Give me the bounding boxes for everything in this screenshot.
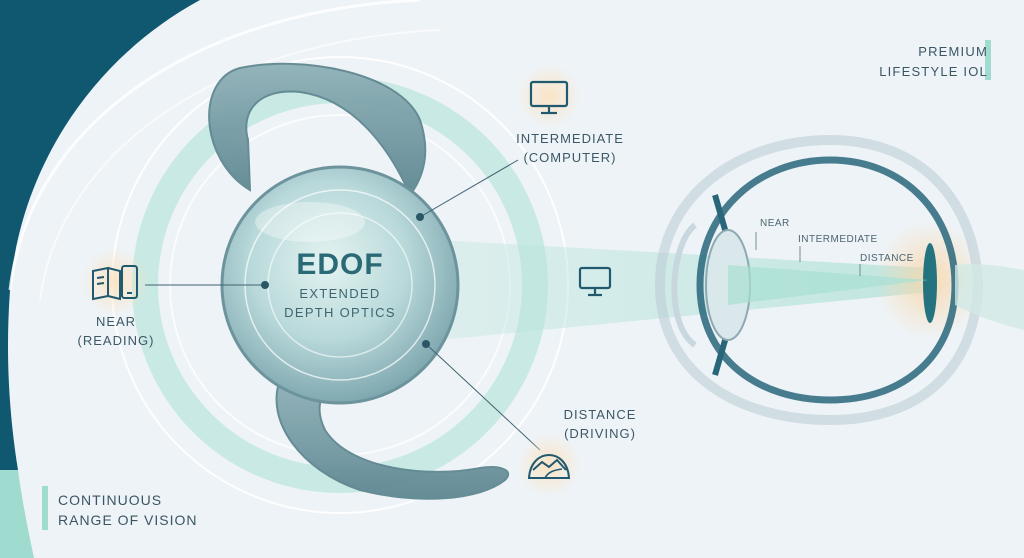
beam-monitor-icon bbox=[578, 266, 612, 297]
lens-highlight bbox=[255, 202, 365, 242]
optic-nerve bbox=[955, 264, 1024, 330]
distance-zone-line2: (DRIVING) bbox=[564, 426, 636, 441]
intermediate-zone-label: INTERMEDIATE (COMPUTER) bbox=[505, 129, 635, 167]
intermediate-dot bbox=[416, 213, 424, 221]
near-zone-label: NEAR (READING) bbox=[66, 312, 166, 350]
book-glow bbox=[81, 248, 149, 316]
book-phone-icon bbox=[92, 265, 138, 301]
eye-near-label: NEAR bbox=[760, 218, 790, 229]
intermediate-leader bbox=[419, 159, 519, 218]
road-landscape-icon bbox=[527, 453, 571, 479]
near-zone-line1: NEAR bbox=[95, 314, 137, 329]
intermediate-zone-line2: (COMPUTER) bbox=[523, 150, 617, 165]
lens-subtitle: EXTENDED DEPTH OPTICS bbox=[270, 284, 410, 322]
cornea bbox=[671, 222, 698, 348]
mint-swoop bbox=[0, 470, 34, 558]
intermediate-zone-line1: INTERMEDIATE bbox=[516, 131, 624, 146]
distance-zone-label: DISTANCE (DRIVING) bbox=[540, 405, 660, 443]
eye-distance-label: DISTANCE bbox=[860, 253, 914, 264]
eye-intermediate-label: INTERMEDIATE bbox=[798, 234, 878, 245]
dark-teal-swoop bbox=[0, 0, 200, 470]
lens-subtitle-line1: EXTENDED bbox=[299, 286, 381, 301]
pale-arc-1 bbox=[8, 0, 421, 291]
road-glow bbox=[517, 433, 581, 497]
lens-subtitle-line2: DEPTH OPTICS bbox=[284, 305, 396, 320]
eye-diagram bbox=[654, 134, 1024, 426]
near-dot bbox=[261, 281, 269, 289]
range-of-vision-label: RANGE OF VISION bbox=[58, 512, 198, 528]
corner-tr-accent bbox=[985, 40, 991, 80]
top-haptic bbox=[208, 62, 427, 197]
distance-dot bbox=[422, 340, 430, 348]
lifestyle-iol-label: LIFESTYLE IOL bbox=[879, 64, 988, 79]
eye-focus-beam bbox=[728, 265, 928, 305]
fovea bbox=[923, 243, 937, 323]
premium-label: PREMIUM bbox=[918, 44, 988, 59]
continuous-label: CONTINUOUS bbox=[58, 492, 163, 508]
bottom-haptic bbox=[275, 378, 510, 500]
lens-title: EDOF bbox=[296, 248, 384, 281]
continuous-range-label: CONTINUOUS RANGE OF VISION bbox=[58, 490, 197, 530]
distance-zone-line1: DISTANCE bbox=[563, 407, 637, 422]
monitor-icon bbox=[529, 80, 569, 115]
distance-leader bbox=[425, 343, 541, 451]
corner-bl-accent bbox=[42, 486, 48, 530]
premium-lifestyle-label: PREMIUM LIFESTYLE IOL bbox=[879, 42, 988, 82]
near-zone-line2: (READING) bbox=[77, 333, 155, 348]
light-beam bbox=[440, 240, 930, 340]
pale-arc-2 bbox=[39, 29, 441, 301]
monitor-glow bbox=[517, 64, 581, 128]
